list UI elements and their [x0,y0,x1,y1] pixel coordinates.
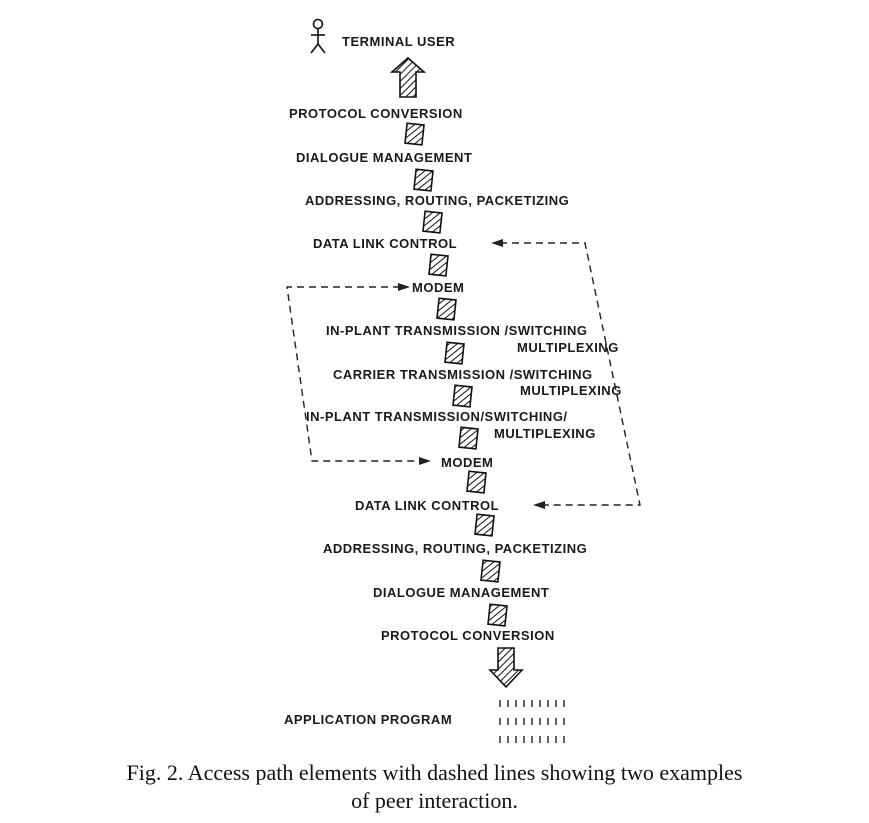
arrowhead-icon [533,501,545,509]
layer-label: ADDRESSING, ROUTING, PACKETIZING [323,541,587,556]
program-lines-icon [499,700,565,743]
connector-block [413,168,434,192]
layer-label: IN-PLANT TRANSMISSION /SWITCHING [326,323,588,338]
connector-block [428,253,449,277]
layer-label: PROTOCOL CONVERSION [289,106,463,121]
connector-block [452,384,473,408]
peer-interaction-modem [286,283,431,465]
layer-label: DIALOGUE MANAGEMENT [296,150,472,165]
layer-label: MULTIPLEXING [517,340,619,355]
connector-block [404,122,425,146]
layer-label: MODEM [441,455,493,470]
layer-labels: PROTOCOL CONVERSION DIALOGUE MANAGEMENT … [289,106,622,643]
down-arrow-icon [488,647,524,689]
layer-label: IN-PLANT TRANSMISSION/SWITCHING/ [306,409,568,424]
layer-label: DATA LINK CONTROL [355,498,499,513]
layer-label: DATA LINK CONTROL [313,236,457,251]
layer-label: MULTIPLEXING [494,426,596,441]
layer-label: CARRIER TRANSMISSION /SWITCHING [333,367,593,382]
connector-block [474,513,495,537]
connector-block [436,297,457,321]
arrowhead-icon [491,239,503,247]
arrowhead-icon [398,283,410,291]
application-program-label: APPLICATION PROGRAM [284,712,452,727]
connector-block [487,603,508,627]
connector-block [466,470,487,494]
layer-label: MULTIPLEXING [520,383,622,398]
arrowhead-icon [419,457,431,465]
connector-block [458,426,479,450]
layer-label: MODEM [412,280,464,295]
connector-block [422,210,443,234]
hatched-connectors [404,122,508,627]
layer-label: PROTOCOL CONVERSION [381,628,555,643]
terminal-user-icon [310,18,326,54]
peer-interaction-datalink [491,239,641,509]
figure-caption-line2: of peer interaction. [351,788,518,813]
layer-label: ADDRESSING, ROUTING, PACKETIZING [305,193,569,208]
figure-caption-line1: Fig. 2. Access path elements with dashed… [126,760,743,785]
connector-block [480,559,501,583]
terminal-user-label: TERMINAL USER [342,34,455,49]
connector-block [444,341,465,365]
up-arrow-icon [389,56,427,98]
layer-label: DIALOGUE MANAGEMENT [373,585,549,600]
access-path-diagram: TERMINAL USER PROTOCOL CONVERSION DIALOG… [284,18,641,743]
